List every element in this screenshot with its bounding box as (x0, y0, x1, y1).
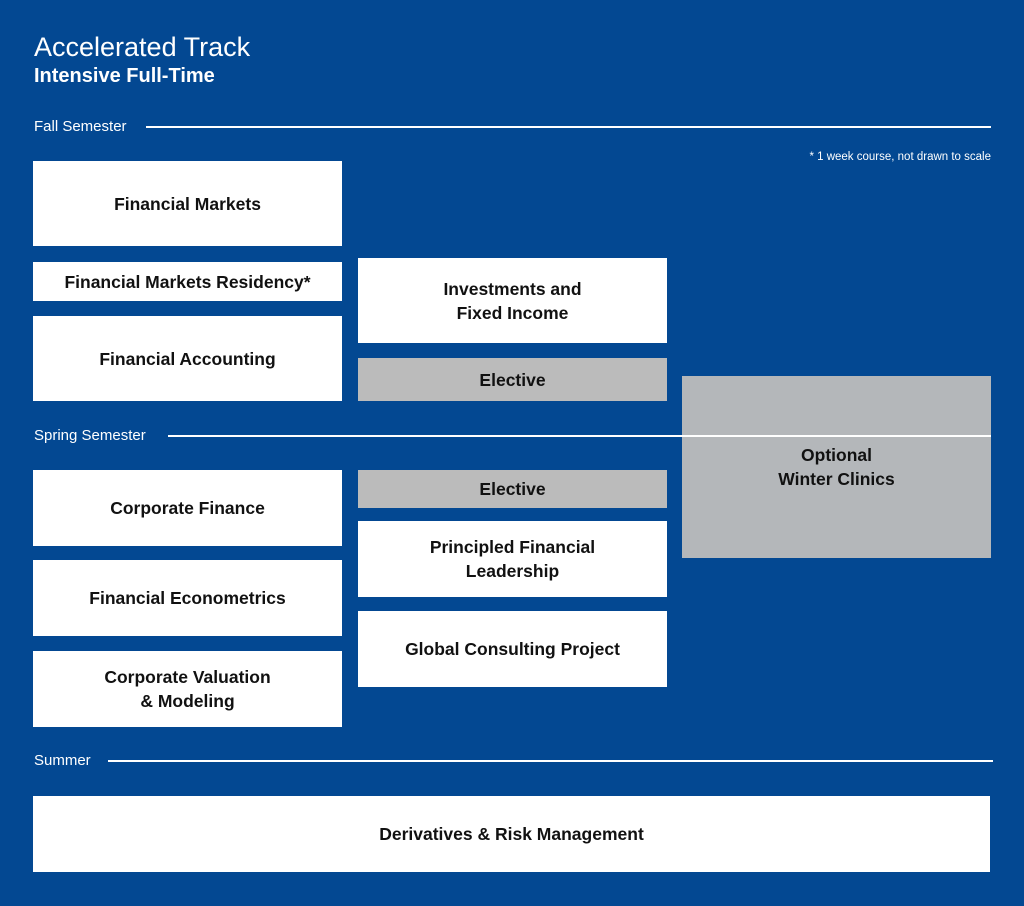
course-corporate-valuation-modeling: Corporate Valuation & Modeling (33, 651, 342, 727)
course-financial-accounting: Financial Accounting (33, 316, 342, 401)
summer-label: Summer (34, 752, 91, 769)
course-principled-financial-leadership: Principled Financial Leadership (358, 521, 667, 597)
spring-divider-overlay (682, 435, 991, 437)
page-title: Accelerated Track (34, 32, 251, 62)
spring-semester-label: Spring Semester (34, 427, 146, 444)
course-financial-markets-residency: Financial Markets Residency* (33, 262, 342, 301)
course-investments-fixed-income: Investments and Fixed Income (358, 258, 667, 343)
course-spring-elective: Elective (358, 470, 667, 508)
fall-semester-divider (146, 126, 991, 128)
summer-divider (108, 760, 993, 762)
spring-semester-divider (168, 435, 991, 437)
course-global-consulting-project: Global Consulting Project (358, 611, 667, 687)
course-fall-elective: Elective (358, 358, 667, 401)
course-financial-markets: Financial Markets (33, 161, 342, 246)
course-financial-econometrics: Financial Econometrics (33, 560, 342, 636)
footnote: * 1 week course, not drawn to scale (809, 151, 991, 163)
page-subtitle: Intensive Full-Time (34, 65, 215, 87)
course-derivatives-risk-management: Derivatives & Risk Management (33, 796, 990, 872)
course-corporate-finance: Corporate Finance (33, 470, 342, 546)
fall-semester-label: Fall Semester (34, 118, 127, 135)
course-optional-winter-clinics: Optional Winter Clinics (682, 376, 991, 558)
